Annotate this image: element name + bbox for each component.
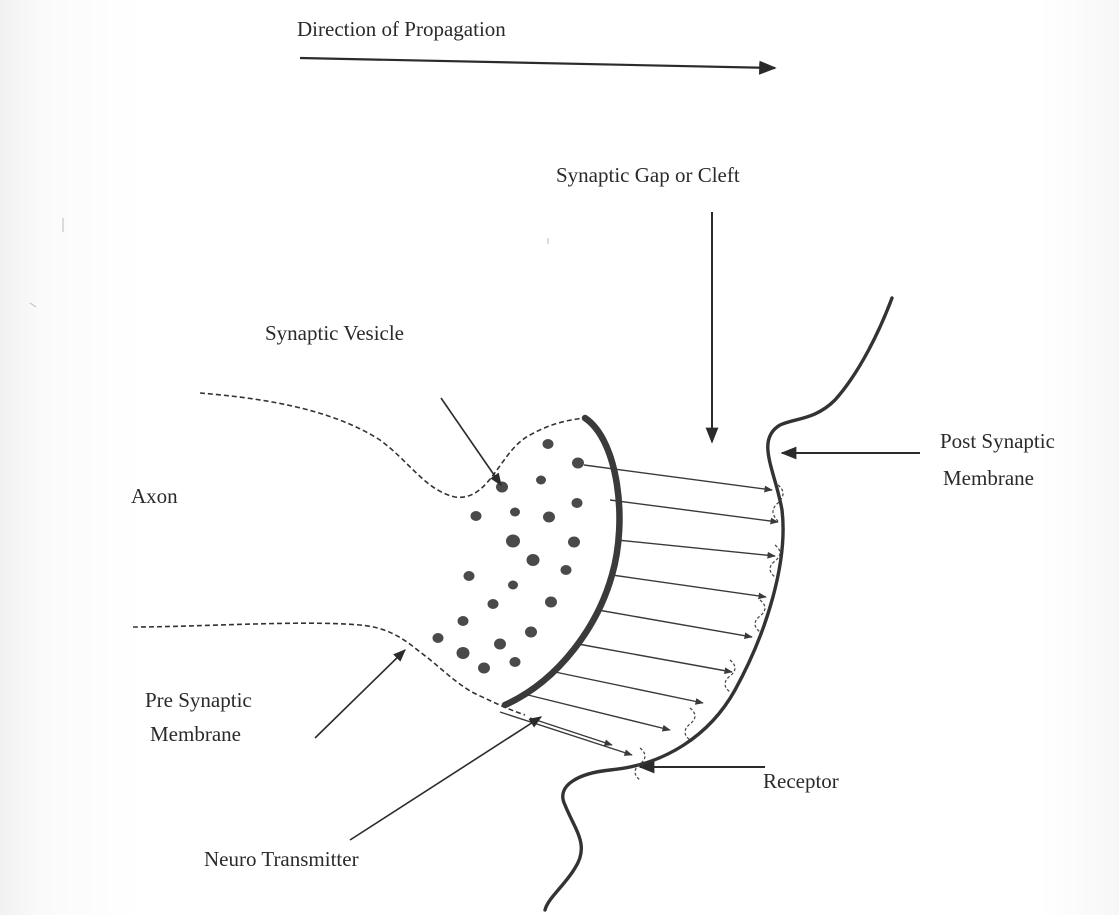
neurotransmitter-lines	[500, 465, 778, 755]
synaptic-vesicles	[433, 439, 585, 674]
post-synaptic-membrane	[545, 298, 892, 910]
scan-specks	[30, 218, 548, 307]
post-synaptic-label-line1: Post Synaptic	[940, 428, 1055, 454]
synaptic-vesicle-arrow	[441, 398, 501, 485]
synaptic-vesicle-label: Synaptic Vesicle	[265, 320, 404, 346]
pre-synaptic-label-line1: Pre Synaptic	[145, 687, 252, 713]
pre-synaptic-arrow	[315, 650, 405, 738]
axon-upper-edge	[200, 393, 585, 497]
pre-synaptic-membrane	[505, 418, 619, 705]
neuro-transmitter-label: Neuro Transmitter	[204, 846, 359, 872]
direction-label: Direction of Propagation	[297, 16, 506, 42]
pre-synaptic-label-line2: Membrane	[150, 721, 241, 747]
axon-label: Axon	[131, 483, 178, 509]
receptor-label: Receptor	[763, 768, 839, 794]
synaptic-gap-label: Synaptic Gap or Cleft	[556, 162, 740, 188]
neuro-transmitter-arrow	[350, 717, 541, 840]
propagation-arrow	[300, 58, 775, 68]
post-synaptic-label-line2: Membrane	[943, 465, 1034, 491]
